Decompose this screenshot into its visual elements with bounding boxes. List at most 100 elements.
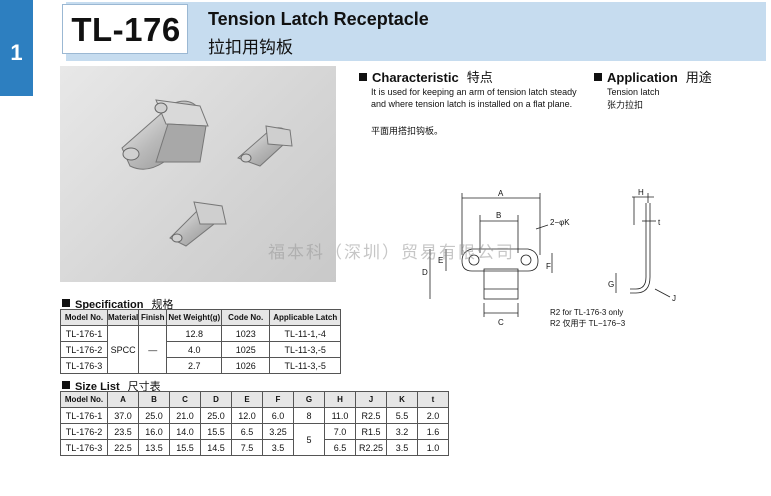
size-cell: 25.0	[200, 407, 232, 424]
size-cell: 3.25	[262, 423, 294, 440]
column-header: E	[231, 391, 263, 408]
size-cell: R1.5	[355, 423, 387, 440]
dim-label-g: G	[608, 280, 614, 289]
column-header: Material	[106, 309, 140, 326]
size-cell: 2.0	[417, 407, 449, 424]
latch-cell: TL-11-3,-5	[269, 341, 342, 358]
size-cell: R2.5	[355, 407, 387, 424]
size-cell: 14.5	[200, 439, 232, 456]
column-header: C	[169, 391, 201, 408]
size-cell: 3.2	[386, 423, 418, 440]
column-header: F	[262, 391, 294, 408]
bullet-square-icon	[359, 73, 367, 81]
size-cell: 25.0	[138, 407, 170, 424]
dim-label-a: A	[498, 189, 504, 198]
company-watermark: 福本科（深圳）贸易有限公司	[268, 243, 515, 263]
weight-cell: 12.8	[166, 325, 223, 342]
size-cell: 1.0	[417, 439, 449, 456]
weight-cell: 4.0	[166, 341, 223, 358]
size-cell: 23.5	[107, 423, 139, 440]
size-cell: 7.0	[324, 423, 356, 440]
size-cell: 1.6	[417, 423, 449, 440]
model-cell: TL-176-2	[60, 341, 108, 358]
column-header: Net Weight(g)	[166, 309, 223, 326]
size-cell: 3.5	[386, 439, 418, 456]
table-row: TL-176-3 2.7 1026 TL-11-3,-5	[60, 357, 342, 374]
column-header: Model No.	[60, 391, 108, 408]
column-header: Applicable Latch	[269, 309, 342, 326]
application-text: Tension latch	[607, 87, 660, 97]
model-cell: TL-176-1	[60, 325, 108, 342]
column-header: Code No.	[221, 309, 271, 326]
size-cell: 13.5	[138, 439, 170, 456]
dim-label-hole: 2−φK	[550, 218, 570, 227]
dim-label-e: E	[438, 256, 443, 265]
column-header: Finish	[138, 309, 168, 326]
bullet-square-icon	[62, 299, 70, 307]
latch-cell: TL-11-3,-5	[269, 357, 342, 374]
characteristic-text-cn: 平面用搭扣钩板。	[371, 126, 444, 136]
size-cell: 6.5	[324, 439, 356, 456]
size-cell: 37.0	[107, 407, 139, 424]
table-row: TL-176-2 23.5 16.0 14.0 15.5 6.5 3.25 5 …	[60, 423, 449, 456]
table-header-row: Model No. A B C D E F G H J K t	[60, 391, 449, 408]
dim-label-b: B	[496, 211, 501, 220]
finish-cell: —	[138, 325, 168, 374]
code-cell: 1025	[221, 341, 271, 358]
size-cell: 15.5	[200, 423, 232, 440]
dim-label-d: D	[422, 268, 428, 277]
size-list-table: Model No. A B C D E F G H J K t TL-176-1…	[60, 391, 449, 456]
application-text-cn: 张力拉扣	[607, 100, 644, 110]
size-cell: 12.0	[231, 407, 263, 424]
column-header: K	[386, 391, 418, 408]
column-header: A	[107, 391, 139, 408]
model-code: TL-176	[71, 11, 181, 48]
characteristic-text: It is used for keeping an arm of tension…	[371, 87, 577, 109]
size-cell: 22.5	[107, 439, 139, 456]
table-row: TL-176-3 22.5 13.5 15.5 14.5 7.5 3.5 6.5…	[60, 439, 449, 456]
column-header: G	[293, 391, 325, 408]
technical-drawing: A B C D E F G H J t 2−φK R2 for TL-176-3…	[422, 188, 676, 328]
dim-label-f: F	[546, 262, 551, 271]
size-cell: 11.0	[324, 407, 356, 424]
model-code-box: TL-176	[62, 4, 188, 54]
model-cell: TL-176-1	[60, 407, 108, 424]
dim-label-h: H	[638, 188, 644, 197]
size-cell: 21.0	[169, 407, 201, 424]
dim-label-t: t	[658, 218, 661, 227]
drawing-note-cn: R2 仅用于 TL−176−3	[550, 318, 626, 328]
size-cell: 8	[293, 407, 325, 424]
bullet-square-icon	[594, 73, 602, 81]
size-cell: 6.0	[262, 407, 294, 424]
table-header-row: Model No. Material Finish Net Weight(g) …	[60, 309, 342, 326]
column-header: J	[355, 391, 387, 408]
latch-cell: TL-11-1,-4	[269, 325, 342, 342]
model-cell: TL-176-3	[60, 357, 108, 374]
column-header: H	[324, 391, 356, 408]
drawing-note-en: R2 for TL-176-3 only	[550, 308, 623, 317]
small-latch-part	[169, 201, 227, 247]
size-cell: R2.25	[355, 439, 387, 456]
chapter-number: 1	[10, 40, 23, 65]
size-cell: 3.5	[262, 439, 294, 456]
column-header: t	[417, 391, 449, 408]
code-cell: 1023	[221, 325, 271, 342]
size-cell: 7.5	[231, 439, 263, 456]
model-cell: TL-176-3	[60, 439, 108, 456]
product-title-en: Tension Latch Receptacle	[208, 9, 429, 29]
bullet-square-icon	[62, 381, 70, 389]
table-row: TL-176-1 37.0 25.0 21.0 25.0 12.0 6.0 8 …	[60, 407, 449, 424]
large-latch-part	[121, 99, 209, 170]
material-cell: SPCC	[106, 325, 140, 374]
size-cell: 14.0	[169, 423, 201, 440]
table-row: TL-176-1 SPCC — 12.8 1023 TL-11-1,-4	[60, 325, 342, 374]
chapter-tab: 1	[0, 0, 33, 96]
table-row: TL-176-2 4.0 1025 TL-11-3,-5	[60, 341, 342, 358]
model-cell: TL-176-2	[60, 423, 108, 440]
column-header: B	[138, 391, 170, 408]
size-cell: 5.5	[386, 407, 418, 424]
